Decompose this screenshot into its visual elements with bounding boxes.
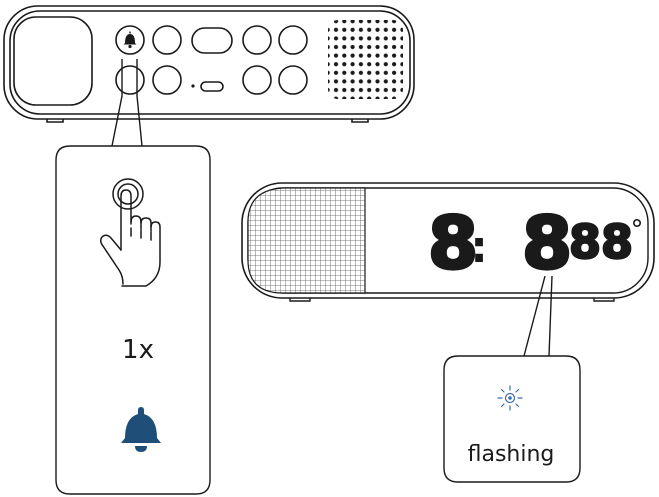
panel-button-10[interactable]: [278, 65, 308, 95]
callout-press: 1x: [55, 145, 211, 495]
tap-hand-icon: [99, 178, 161, 287]
display-left-digit: 8: [428, 201, 478, 285]
display-colon: :: [470, 222, 488, 273]
panel-button-7[interactable]: [152, 65, 182, 95]
display-small-digits: 88: [569, 215, 633, 269]
led-dot: [191, 84, 195, 88]
callout-flashing: flashing: [443, 355, 581, 483]
display-big-digit: 8: [522, 201, 572, 285]
panel-button-2[interactable]: [152, 25, 182, 55]
rear-control-panel: [3, 5, 415, 123]
panel-button-9[interactable]: [242, 65, 272, 95]
light-burst-icon: [497, 385, 523, 411]
press-count-label: 1x: [122, 335, 154, 365]
bell-icon: [121, 407, 161, 452]
panel-button-wide[interactable]: [191, 27, 233, 54]
front-speaker-mesh: [247, 187, 366, 294]
flashing-label: flashing: [468, 442, 555, 467]
bell-button-icon: [123, 31, 137, 49]
panel-button-6[interactable]: [115, 65, 145, 95]
connector-left: [111, 59, 143, 147]
speaker-grille: [328, 20, 403, 99]
display-degree-mark: °: [631, 215, 644, 245]
connector-right: [523, 275, 553, 357]
panel-button-5[interactable]: [278, 25, 308, 55]
front-display-device: 8 : 8 88 °: [241, 182, 655, 302]
charge-port: [200, 81, 224, 92]
panel-button-4[interactable]: [242, 25, 272, 55]
bell-button[interactable]: [115, 25, 145, 55]
